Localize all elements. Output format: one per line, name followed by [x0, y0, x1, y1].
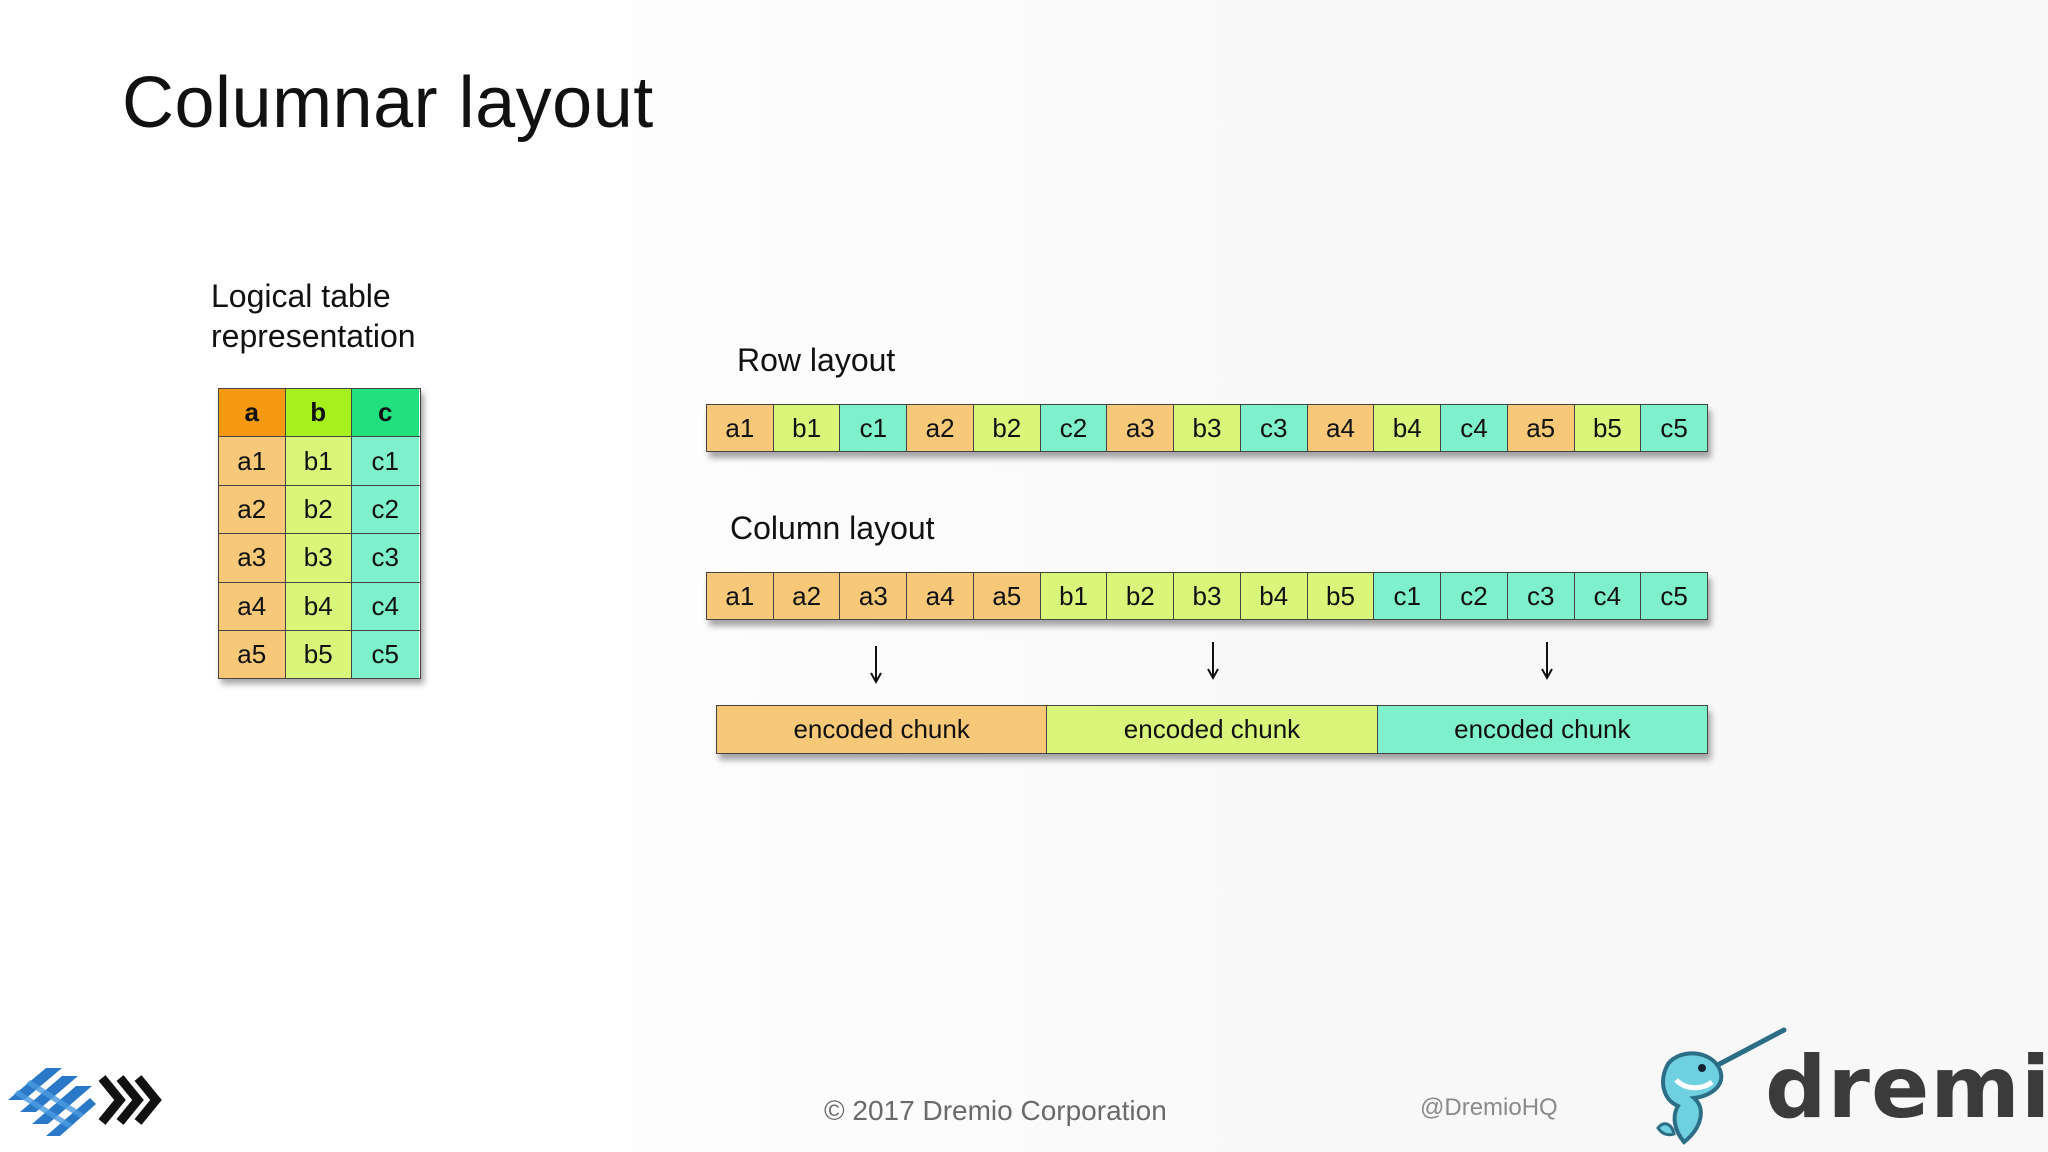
logical-table-row: a5 b5 c5 [219, 630, 420, 679]
logical-table-row: a3 b3 c3 [219, 534, 420, 583]
row-layout-cell: b5 [1574, 405, 1642, 451]
table-cell: c1 [352, 437, 419, 485]
row-layout-cell: c2 [1040, 405, 1108, 451]
column-layout-strip: a1 a2 a3 a4 a5 b1 b2 b3 b4 b5 c1 c2 c3 c… [706, 572, 1708, 620]
column-layout-cell: a2 [773, 573, 841, 619]
table-cell: b2 [285, 485, 352, 534]
row-layout-cell: b4 [1374, 405, 1442, 451]
table-cell: c3 [352, 534, 419, 582]
column-layout-cell: a4 [907, 573, 974, 619]
logical-table-row: a4 b4 c4 [219, 582, 420, 631]
column-layout-cell: b4 [1240, 573, 1308, 619]
column-layout-cell: b2 [1107, 573, 1175, 619]
column-layout-cell: b1 [1040, 573, 1108, 619]
row-layout-strip: a1 b1 c1 a2 b2 c2 a3 b3 c3 a4 b4 c4 a5 b… [706, 404, 1708, 452]
column-layout-cell: b3 [1174, 573, 1241, 619]
narwhal-icon [1656, 1027, 1787, 1145]
row-layout-cell: c3 [1240, 405, 1308, 451]
table-cell: c5 [352, 630, 419, 679]
table-cell: c4 [352, 582, 419, 630]
column-layout-cell: c3 [1507, 573, 1575, 619]
table-cell: a5 [219, 630, 286, 679]
logical-table-row: a1 b1 c1 [219, 437, 420, 486]
logical-table-caption-line2: representation [211, 318, 416, 354]
encoded-chunk: encoded chunk [1377, 706, 1707, 753]
column-layout-cell: a3 [840, 573, 908, 619]
encoded-chunk: encoded chunk [1047, 706, 1378, 753]
table-cell: a3 [219, 534, 286, 582]
dremio-logo: dremio [1650, 1024, 2048, 1150]
row-layout-cell: c1 [840, 405, 908, 451]
row-layout-cell: a5 [1507, 405, 1575, 451]
header-cell-a: a [219, 389, 286, 437]
table-cell: b1 [285, 437, 352, 485]
slide-title: Columnar layout [122, 63, 654, 143]
logical-table: a b c a1 b1 c1 a2 b2 c2 a3 b3 c3 a4 b4 c… [218, 388, 421, 680]
column-layout-caption: Column layout [730, 510, 935, 546]
row-layout-cell: a4 [1307, 405, 1375, 451]
row-layout-cell: c5 [1641, 405, 1708, 451]
column-layout-cell: c1 [1374, 573, 1442, 619]
column-layout-cell: a1 [707, 573, 774, 619]
down-arrow-icon [870, 646, 882, 685]
column-layout-cell: c4 [1574, 573, 1642, 619]
table-cell: b3 [285, 534, 352, 582]
twitter-handle: @DremioHQ [1420, 1094, 1558, 1121]
header-cell-c: c [352, 389, 419, 437]
column-layout-cell: c5 [1641, 573, 1708, 619]
encoded-chunk: encoded chunk [717, 706, 1048, 753]
logical-table-caption-line1: Logical table [211, 278, 391, 314]
row-layout-cell: b2 [973, 405, 1041, 451]
row-layout-cell: a3 [1107, 405, 1175, 451]
table-cell: b4 [285, 582, 352, 630]
column-layout-cell: c2 [1441, 573, 1508, 619]
row-layout-caption: Row layout [737, 342, 896, 378]
row-layout-cell: b3 [1174, 405, 1241, 451]
table-cell: c2 [352, 485, 419, 534]
column-layout-cell: a5 [973, 573, 1041, 619]
row-layout-cell: a1 [707, 405, 774, 451]
down-arrow-icon [1541, 642, 1553, 681]
partner-logo-icon [8, 1068, 162, 1136]
copyright-text: © 2017 Dremio Corporation [824, 1095, 1167, 1126]
logical-table-caption: Logical table representation [211, 276, 416, 356]
table-cell: a4 [219, 582, 286, 630]
row-layout-cell: c4 [1441, 405, 1508, 451]
table-cell: a2 [219, 485, 286, 534]
column-layout-cell: b5 [1307, 573, 1375, 619]
row-layout-cell: a2 [907, 405, 974, 451]
brand-wordmark: dremio [1765, 1038, 2048, 1138]
header-cell-b: b [285, 389, 352, 437]
down-arrow-icon [1207, 642, 1219, 681]
table-cell: a1 [219, 437, 286, 485]
encoded-chunk-strip: encoded chunk encoded chunk encoded chun… [716, 705, 1708, 754]
table-cell: b5 [285, 630, 352, 679]
logical-table-header-row: a b c [219, 389, 420, 438]
logical-table-row: a2 b2 c2 [219, 485, 420, 535]
row-layout-cell: b1 [773, 405, 841, 451]
